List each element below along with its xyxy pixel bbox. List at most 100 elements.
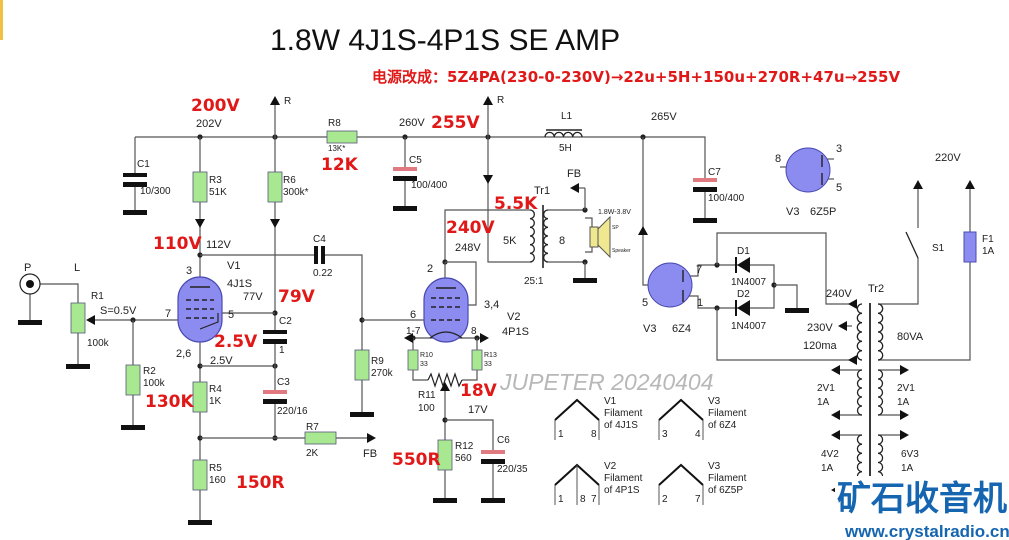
fb-arrow-icon <box>570 183 579 193</box>
r1-potentiometer <box>70 302 86 334</box>
v3a-pin-5: 5 <box>642 297 648 309</box>
v2-tube <box>423 277 469 343</box>
v1-pin-grid: 7 <box>165 308 171 320</box>
l1-name: L1 <box>561 111 573 122</box>
filament-arrow-icon <box>900 410 909 420</box>
ground-symbol <box>66 364 90 369</box>
title: 1.8W 4J1S-4P1S SE AMP <box>270 24 620 57</box>
current-arrow-icon <box>638 226 648 235</box>
v240-mod: 240V <box>446 218 495 238</box>
r9-value: 270k <box>371 368 394 379</box>
wire <box>412 370 428 381</box>
v1-name: V1 <box>227 260 240 272</box>
c7-name: C7 <box>708 167 721 178</box>
logo-bg <box>835 476 1009 540</box>
c5-value: 100/400 <box>411 180 448 191</box>
f1-name: F1 <box>982 234 994 245</box>
c4-value: 0.22 <box>313 268 333 279</box>
r-label-2: R <box>497 95 504 106</box>
fil3-a: 1A <box>821 463 834 474</box>
v17: 17V <box>468 404 488 416</box>
r7-name: R7 <box>306 422 319 433</box>
f1-fuse <box>963 231 977 263</box>
c1-plate-bottom <box>123 182 147 187</box>
r13-value: 33 <box>484 361 492 368</box>
r3-value: 51K <box>209 187 227 198</box>
d1-diode-icon <box>737 257 750 273</box>
filament-arrow-icon <box>900 365 909 375</box>
wire <box>445 261 477 306</box>
tap-240v: 240V <box>826 288 852 300</box>
fil4-v: 6V3 <box>901 449 919 460</box>
c2-plate-top <box>263 330 287 334</box>
v248: 248V <box>455 242 481 254</box>
wire <box>445 419 494 450</box>
filament-pin-label: 4 <box>695 429 701 440</box>
filament-symbol-icon <box>554 398 600 421</box>
c1-name: C1 <box>137 159 150 170</box>
filament-symbol-icon <box>658 463 704 486</box>
filament-legend-text: V3 <box>708 396 721 407</box>
v112: 112V <box>206 239 232 251</box>
c5-plate-top <box>393 167 417 171</box>
c3-name: C3 <box>277 377 290 388</box>
r8-value: 13K* <box>328 144 345 153</box>
v2-pin-anode: 2 <box>427 263 433 275</box>
filament-legend-text: of 6Z5P <box>708 485 743 496</box>
fb-label-2: FB <box>567 168 581 180</box>
c6-value: 220/35 <box>497 464 528 475</box>
ground-symbol <box>350 412 374 417</box>
filament-legend-text: of 6Z4 <box>708 420 737 431</box>
l1-choke <box>544 131 583 138</box>
v1-pin-anode: 3 <box>186 265 192 277</box>
speaker-cone-icon <box>597 215 611 259</box>
filament-arrow-icon <box>831 430 840 440</box>
v2-name: V2 <box>507 311 520 323</box>
ground-symbol <box>785 308 809 313</box>
jack-label: P <box>24 262 31 274</box>
channel-label: L <box>74 262 80 274</box>
wire <box>878 262 971 361</box>
logo-url: www.crystalradio.cn <box>844 522 1009 540</box>
r5-value: 160 <box>209 475 226 486</box>
current-arrow-icon <box>195 219 205 228</box>
filament-pin-label: 3 <box>662 429 668 440</box>
tr2-secondary-hv <box>856 303 863 361</box>
c1-plate-top <box>123 173 147 177</box>
v265: 265V <box>651 111 677 123</box>
v2-pin-grid: 6 <box>410 309 416 321</box>
wire <box>487 100 530 263</box>
v2-pin-screen: 3,4 <box>484 299 499 311</box>
ground-symbol <box>481 498 505 503</box>
speaker-icon <box>589 226 599 248</box>
watermark: JUPETER 20240404 <box>499 369 714 395</box>
filament-symbol-icon <box>658 398 704 421</box>
r8-resistor <box>326 130 358 144</box>
r2-resistor <box>125 364 141 396</box>
filament-pin-label: 1 <box>558 494 564 505</box>
v3b-pin-3: 3 <box>836 143 842 155</box>
r6-resistor <box>267 171 283 203</box>
v1-cathode <box>199 313 219 330</box>
f1-value: 1A <box>982 246 995 257</box>
v1-tube <box>177 276 223 343</box>
tr2-name: Tr2 <box>868 283 884 295</box>
v3b-pin-5: 5 <box>836 182 842 194</box>
r8-mod: 12K <box>321 155 359 175</box>
r4-resistor <box>192 381 208 413</box>
filament-pin-label: 2 <box>662 494 668 505</box>
r2-mod: 130K <box>145 392 194 412</box>
wire <box>40 283 79 303</box>
v110-mod: 110V <box>153 234 202 254</box>
v200-mod: 200V <box>191 96 240 116</box>
v260: 260V <box>399 117 425 129</box>
filament-legend-text: Filament <box>708 473 747 484</box>
corner-mark <box>0 0 3 40</box>
r11-potentiometer <box>427 372 463 388</box>
mains-arrow-icon <box>965 180 975 189</box>
v3b-pin-8: 8 <box>775 153 781 165</box>
v3-6z4-tube <box>647 262 693 308</box>
